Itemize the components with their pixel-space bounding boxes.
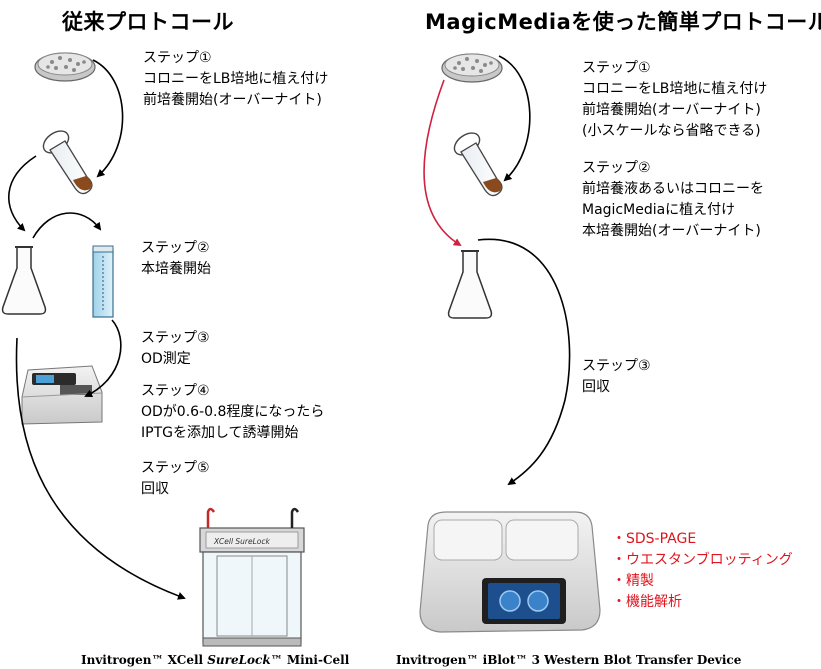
application-item: ・精製 [612,573,654,589]
left-flask-icon [1,246,47,315]
left-caption-pre: Invitrogen™ XCell [81,653,208,667]
left-caption-em: SureLock [207,653,271,667]
left-petri-dish-icon [34,52,96,82]
right-step1-heading: ステップ① [582,60,651,76]
right-step3-block: ステップ③ 回収 [582,356,651,398]
right-step1-block: ステップ① コロニーをLB培地に植え付け 前培養開始(オーバーナイト) (小スケ… [582,58,767,142]
right-arrow-dish-to-tube [498,55,531,182]
left-step5-line1: 回収 [141,481,169,497]
right-step2-line3: 本培養開始(オーバーナイト) [582,223,761,239]
left-step3-line1: OD測定 [141,351,191,367]
right-arrow-dish-to-flask-red [423,79,462,247]
device-label-text: XCell SureLock [213,537,271,546]
right-applications-list: ・SDS-PAGE ・ウエスタンブロッティング ・精製 ・機能解析 [612,529,793,613]
left-step4-heading: ステップ④ [141,383,210,399]
left-step5-block: ステップ⑤ 回収 [141,458,210,500]
left-step1-line2: 前培養開始(オーバーナイト) [143,92,322,108]
application-item: ・機能解析 [612,594,682,610]
application-item: ・ウエスタンブロッティング [612,552,793,568]
left-step3-block: ステップ③ OD測定 [141,328,210,370]
left-step2-line1: 本培養開始 [141,261,211,277]
left-electrophoresis-tank-icon: XCell SureLock [199,507,305,647]
left-step1-line1: コロニーをLB培地に植え付け [143,71,329,87]
right-petri-dish-icon [441,53,503,83]
left-arrow-cuvette-to-spectro [84,319,122,398]
right-step1-line3: (小スケールなら省略できる) [582,123,761,139]
left-caption-post: ™ Mini-Cell [270,653,350,667]
left-step4-line2: IPTGを添加して誘導開始 [141,425,299,441]
right-step1-line1: コロニーをLB培地に植え付け [582,81,768,97]
right-title: MagicMediaを使った簡単プロトコール [425,10,821,34]
left-step2-block: ステップ② 本培養開始 [141,238,211,280]
right-step2-block: ステップ② 前培養液あるいはコロニーを MagicMediaに植え付け 本培養開… [582,158,764,242]
left-arrow-tube-to-flask [7,155,37,232]
left-step1-block: ステップ① コロニーをLB培地に植え付け 前培養開始(オーバーナイト) [143,48,328,111]
left-arrow-flask-to-cuvette [32,212,102,239]
application-item: ・SDS-PAGE [612,531,697,547]
right-arrow-flask-to-device [477,238,571,486]
right-step2-line1: 前培養液あるいはコロニーを [582,181,764,197]
right-test-tube-icon [453,132,503,197]
left-step4-line1: ODが0.6-0.8程度になったら [141,404,325,420]
right-step3-line1: 回収 [582,379,610,395]
left-step5-heading: ステップ⑤ [141,460,210,476]
left-arrow-dish-to-tube [92,59,124,178]
left-step2-heading: ステップ② [141,240,210,256]
left-arrow-flask-to-tank [15,337,186,600]
left-step3-heading: ステップ③ [141,330,210,346]
left-spectrophotometer-icon [21,365,103,425]
left-cuvette-icon [92,245,114,318]
right-step3-heading: ステップ③ [582,358,651,374]
right-flask-icon [447,250,493,319]
left-test-tube-icon [42,130,93,195]
left-title: 従来プロトコール [62,10,234,34]
right-step2-line2: MagicMediaに植え付け [582,202,736,218]
right-iblot-device-icon [419,511,601,633]
left-caption: Invitrogen™ XCell SureLock™ Mini-Cell [81,653,349,667]
left-step1-heading: ステップ① [143,50,212,66]
right-step2-heading: ステップ② [582,160,651,176]
right-step1-line2: 前培養開始(オーバーナイト) [582,102,761,118]
right-caption: Invitrogen™ iBlot™ 3 Western Blot Transf… [396,653,742,667]
left-step4-block: ステップ④ ODが0.6-0.8程度になったら IPTGを添加して誘導開始 [141,381,324,444]
